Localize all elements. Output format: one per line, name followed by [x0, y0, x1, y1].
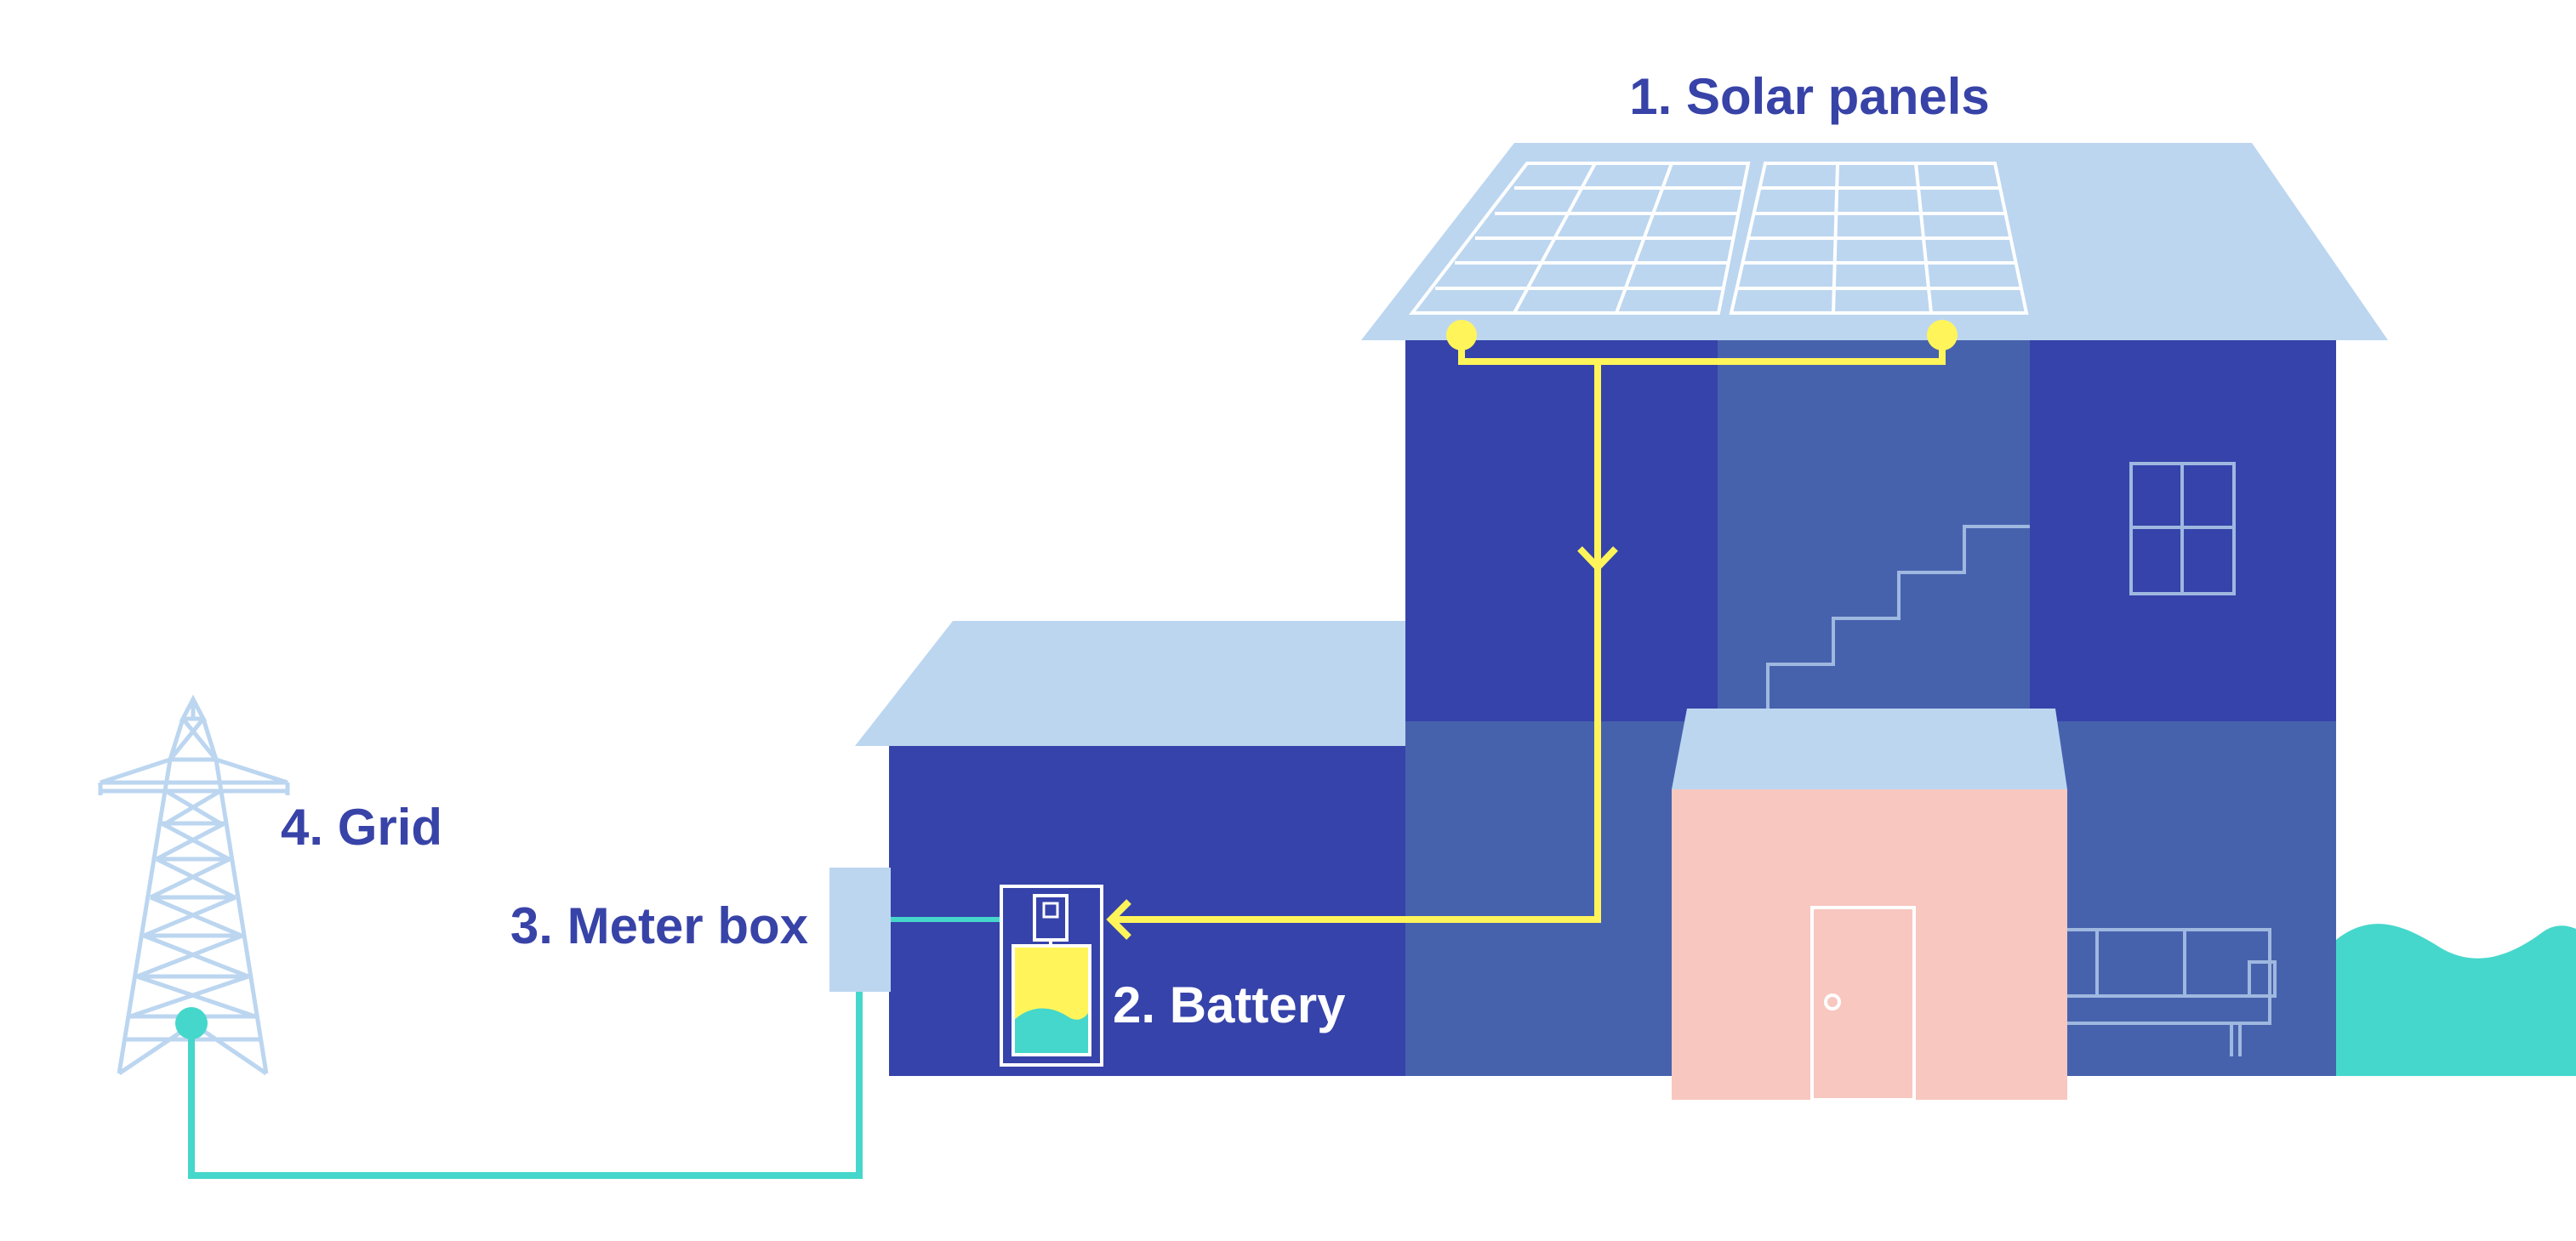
solar-connector-dot: [1927, 320, 1958, 350]
solar-connector-dot: [1446, 320, 1477, 350]
battery-label: 2. Battery: [1113, 976, 1346, 1033]
bush-icon: [2336, 924, 2576, 1076]
solar-panel-icon: [1729, 162, 2029, 315]
meter-box-icon: [829, 868, 891, 992]
upper-left-wall: [1405, 340, 1718, 721]
stair-wall: [1718, 340, 2030, 721]
garage-wall: [889, 746, 1408, 1076]
battery-icon: [1000, 885, 1103, 1067]
grid-connection-dot: [175, 1007, 208, 1039]
entry-roof: [1672, 709, 2067, 789]
door-icon[interactable]: [1810, 906, 1916, 1102]
main-roof: [1361, 143, 2388, 340]
garage-roof: [855, 621, 1408, 746]
solar-panel-icon: [1408, 162, 1751, 315]
solar-panels-label: 1. Solar panels: [1629, 68, 1990, 125]
downward-arrow-icon: [1577, 546, 1618, 572]
solar-to-battery-wire: [1111, 361, 1601, 923]
pylon-icon: [98, 694, 290, 1076]
window-icon: [2129, 462, 2236, 595]
meter-box-label: 3. Meter box: [510, 897, 808, 954]
grid-label: 4. Grid: [281, 799, 442, 856]
entry-wall: [1672, 789, 2067, 1100]
grid-cable: [188, 991, 863, 1179]
left-arrow-icon: [1106, 899, 1131, 940]
stairs-icon: [1766, 525, 2030, 710]
